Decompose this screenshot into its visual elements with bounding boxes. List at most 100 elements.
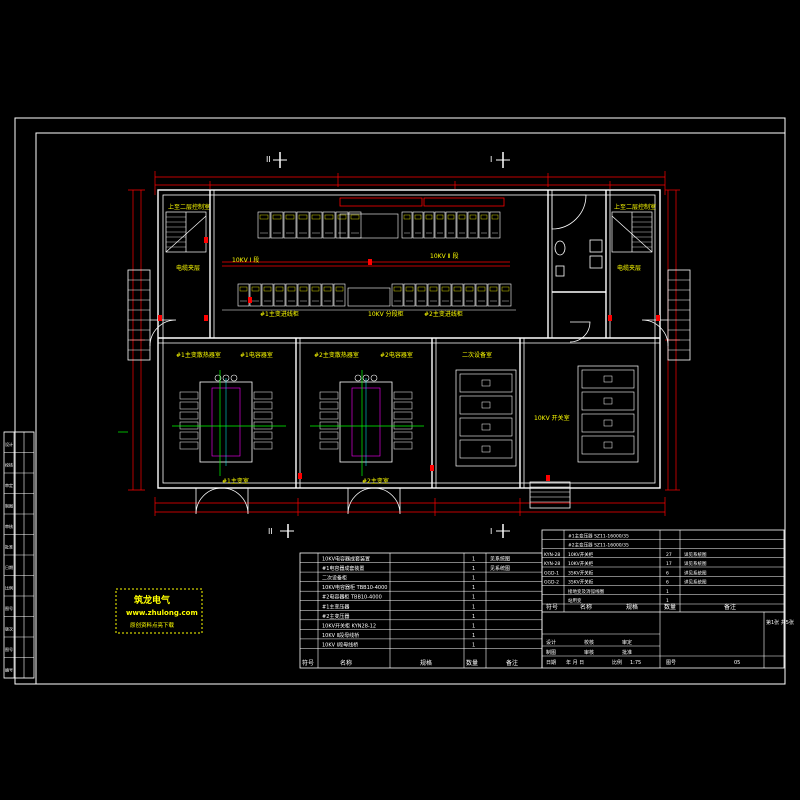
bushing [230, 374, 238, 382]
switchgear-cabinet [456, 211, 468, 239]
switchgear-cabinet [403, 283, 416, 307]
switchgear-cabinet [309, 211, 323, 239]
radiator-fin [393, 401, 413, 410]
cabinet-label-plate [299, 286, 308, 292]
switchgear-cabinet [445, 211, 457, 239]
cabinet-label-plate [491, 214, 499, 220]
logo-slogan: 原创资料点亮下载 [130, 621, 175, 629]
switchgear-cabinet [467, 211, 479, 239]
cabinet-label-plate [489, 286, 498, 292]
tb-row-name: #1主变压器 SZ11-16000/35 [568, 532, 629, 539]
sign-label: 审核 [584, 649, 594, 656]
cabinet-label-plate [425, 214, 433, 220]
building-walls [157, 189, 661, 489]
main-bay-1-label: #1主变进线柜 [260, 310, 299, 318]
top-dimensions [128, 171, 680, 516]
bushing [354, 374, 362, 382]
switchgear-cabinet [249, 283, 262, 307]
side-cell-label: 设计 [5, 441, 13, 447]
cabinet-label-plate [311, 286, 320, 292]
side-cell-label: 编号 [5, 667, 13, 673]
cabinet-label-plate [272, 214, 282, 220]
switchgear-cabinet [333, 283, 346, 307]
left-header-note: 备注 [506, 659, 518, 667]
bus-ii-label: 10KV Ⅱ 段 [430, 252, 458, 260]
switchgear-cabinet [285, 283, 298, 307]
cap-bank-right [577, 365, 639, 463]
wall-marker [656, 315, 660, 321]
cabinet-label-plate [287, 286, 296, 292]
transformer-1-label: #1主变室 [222, 477, 249, 485]
tb-row-name: 35KV开关柜 [568, 579, 594, 586]
left-row-qty: 1 [472, 566, 475, 572]
cabinet-label-plate [324, 214, 334, 220]
left-row-note: 见系统图 [490, 556, 510, 563]
radiator-fin [253, 441, 273, 450]
trans-hall-2-label: #2主变散热器室 [314, 351, 359, 359]
cabinet-label-plate [447, 214, 455, 220]
radiator-fin [393, 391, 413, 400]
cabinet-label-plate [350, 214, 360, 220]
cabinet-handle [481, 379, 491, 387]
tb-header-no: 符号 [546, 603, 558, 611]
cabinet-label-plate [403, 214, 411, 220]
left-row-qty: 1 [472, 614, 475, 620]
tb-sheet: 第1张 共5张 [766, 619, 794, 626]
switchgear-cabinet [427, 283, 440, 307]
date-row-cell: 年 月 日 [566, 659, 584, 666]
bushing [214, 374, 222, 382]
cabinet-label-plate [417, 286, 426, 292]
switchgear-cabinet [237, 283, 250, 307]
side-cell-label: 制图 [5, 503, 13, 509]
title-block: #1主变压器 SZ11-16000/35 #2主变压器 SZ11-16000/35… [541, 529, 794, 669]
left-row-name: #2电容器柜 TBB10-4000 [322, 594, 382, 601]
switchgear-cabinet [348, 211, 362, 239]
wall-marker [158, 315, 162, 321]
left-row-note: 见系统图 [490, 565, 510, 572]
cabinet-group-frame [577, 365, 639, 463]
left-row-name: 10KV Ⅰ段母线桥 [322, 641, 358, 648]
wall-marker [204, 237, 208, 243]
cabinet-label-plate [393, 286, 402, 292]
radiator-fin [253, 411, 273, 420]
cabinet-label-plate [259, 214, 269, 220]
tb-row-name: #2主变压器 SZ11-16000/35 [568, 542, 629, 549]
bus-bridges [222, 197, 510, 267]
left-row-qty: 1 [472, 595, 475, 601]
bushing [222, 374, 230, 382]
tb-row-name: 接地变及消弧线圈 [568, 588, 604, 595]
cabinet-label-plate [239, 286, 248, 292]
radiator-fin [393, 431, 413, 440]
tb-row-qty: 17 [666, 561, 672, 567]
switchgear-cabinet [391, 283, 404, 307]
logo-stamp: 筑龙电气 www.zhulong.com 原创资料点亮下载 [115, 588, 203, 634]
switchgear-cabinet [261, 283, 274, 307]
section-i-top-label: I [490, 155, 492, 164]
left-row-name: #1电容器成套装置 [322, 565, 364, 572]
section-ii-bottom-label: II [268, 527, 273, 536]
cabinet-label-plate [469, 214, 477, 220]
bus-compartment [339, 213, 399, 239]
sign-label: 制图 [546, 649, 556, 656]
cabinet-label-plate [298, 214, 308, 220]
cabinet-label-plate [285, 214, 295, 220]
cabinet-label-plate [480, 214, 488, 220]
sign-label: 设计 [546, 639, 556, 646]
switchgear-cabinet [412, 211, 424, 239]
left-row-qty: 1 [472, 585, 475, 591]
radiator-fin [393, 411, 413, 420]
switchgear-cabinet [423, 211, 435, 239]
logo-title: 筑龙电气 [134, 594, 170, 606]
capacitor-cabinet [581, 435, 635, 455]
tb-header-name: 名称 [580, 603, 592, 611]
stair-right-label: 上至二层控制室 [614, 203, 656, 211]
switchgear-cabinet [321, 283, 334, 307]
tb-row-note: 详见系统图 [684, 560, 707, 567]
sign-label: 校核 [584, 639, 594, 646]
tb-row-no: GGD-1 [544, 570, 559, 576]
cabinet-label-plate [441, 286, 450, 292]
side-cell-label: 比例 [5, 585, 13, 591]
side-cell-label: 批准 [5, 544, 13, 550]
capacitor-cabinet [581, 369, 635, 389]
section-markers: II I II I [266, 152, 510, 538]
